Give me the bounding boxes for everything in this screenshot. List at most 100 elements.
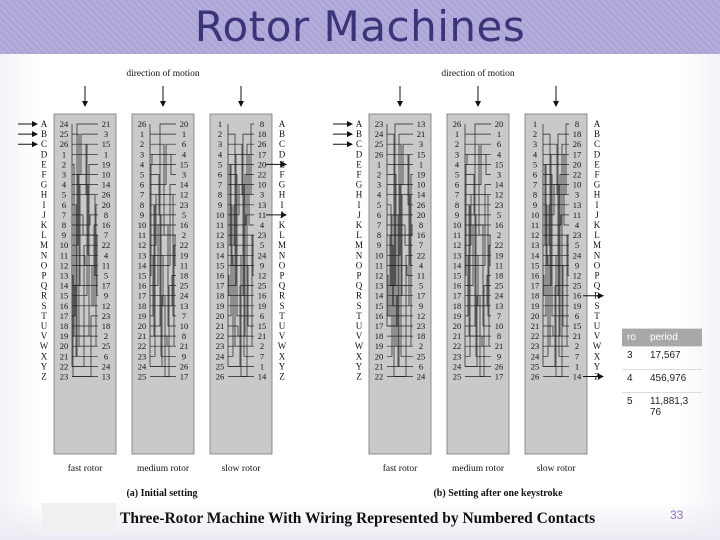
input-letter: I bbox=[43, 200, 46, 210]
output-letter: Z bbox=[279, 372, 285, 382]
contact-number: 6 bbox=[575, 311, 579, 321]
wire bbox=[387, 194, 413, 297]
contact-number: 12 bbox=[453, 240, 462, 250]
contact-number: 1 bbox=[62, 149, 66, 159]
contact-number: 21 bbox=[375, 361, 384, 371]
contact-number: 5 bbox=[62, 190, 66, 200]
output-letter: R bbox=[279, 291, 285, 301]
contact-number: 24 bbox=[453, 361, 462, 371]
input-letter: E bbox=[356, 159, 362, 169]
contact-number: 4 bbox=[497, 149, 502, 159]
contact-number: 21 bbox=[60, 351, 69, 361]
contact-number: 17 bbox=[180, 372, 189, 382]
contact-number: 17 bbox=[138, 291, 147, 301]
contact-number: 26 bbox=[180, 361, 189, 371]
contact-number: 8 bbox=[104, 210, 108, 220]
output-letter: V bbox=[279, 331, 286, 341]
contact-number: 13 bbox=[531, 240, 540, 250]
input-letter: Y bbox=[356, 361, 363, 371]
contact-number: 3 bbox=[140, 149, 144, 159]
wire bbox=[150, 234, 176, 266]
contact-number: 9 bbox=[62, 230, 66, 240]
contact-number: 18 bbox=[60, 321, 69, 331]
contact-number: 5 bbox=[182, 210, 186, 220]
contact-number: 10 bbox=[531, 210, 540, 220]
contact-number: 23 bbox=[495, 200, 504, 210]
rotor-label: medium rotor bbox=[452, 464, 505, 474]
rotor-wiring bbox=[227, 123, 254, 377]
slide-title: Rotor Machines bbox=[194, 2, 526, 51]
contact-number: 17 bbox=[216, 281, 225, 291]
contact-number: 17 bbox=[417, 291, 426, 301]
contact-number: 20 bbox=[573, 159, 582, 169]
contact-number: 5 bbox=[260, 240, 264, 250]
contact-number: 17 bbox=[453, 291, 462, 301]
table-header: period bbox=[648, 328, 702, 347]
output-letter: K bbox=[279, 220, 286, 230]
diagram-caption: Three-Rotor Machine With Wiring Represen… bbox=[120, 510, 596, 527]
contact-number: 3 bbox=[62, 170, 66, 180]
contact-number: 8 bbox=[218, 190, 222, 200]
rotor-label: medium rotor bbox=[137, 464, 190, 474]
contact-number: 3 bbox=[419, 139, 423, 149]
contact-number: 8 bbox=[497, 331, 501, 341]
contact-number: 21 bbox=[216, 321, 225, 331]
contact-number: 4 bbox=[455, 159, 460, 169]
contact-number: 21 bbox=[531, 321, 540, 331]
output-letter: O bbox=[594, 260, 601, 270]
contact-number: 11 bbox=[138, 230, 146, 240]
contact-number: 18 bbox=[573, 129, 582, 139]
contact-number: 7 bbox=[218, 180, 222, 190]
contact-number: 26 bbox=[573, 139, 582, 149]
contact-number: 21 bbox=[138, 331, 147, 341]
input-letter: Y bbox=[41, 361, 48, 371]
contact-number: 3 bbox=[575, 190, 579, 200]
contact-number: 22 bbox=[138, 341, 147, 351]
contact-number: 14 bbox=[102, 180, 111, 190]
contact-number: 21 bbox=[417, 129, 426, 139]
contact-number: 11 bbox=[417, 271, 425, 281]
wire bbox=[387, 234, 413, 317]
input-letter: R bbox=[356, 291, 362, 301]
input-letter: D bbox=[356, 149, 363, 159]
contact-number: 25 bbox=[60, 129, 69, 139]
contact-number: 20 bbox=[375, 351, 384, 361]
output-letter: A bbox=[279, 119, 286, 129]
contact-number: 12 bbox=[258, 271, 267, 281]
contact-number: 26 bbox=[216, 372, 225, 382]
contact-number: 3 bbox=[455, 149, 459, 159]
rotor-wiring bbox=[542, 123, 569, 377]
output-letter: T bbox=[279, 311, 285, 321]
wire bbox=[387, 153, 413, 206]
contact-number: 13 bbox=[258, 200, 267, 210]
contact-number: 4 bbox=[260, 220, 265, 230]
wire bbox=[72, 315, 98, 377]
contact-number: 6 bbox=[140, 180, 144, 190]
contact-number: 25 bbox=[138, 372, 147, 382]
contact-number: 13 bbox=[60, 271, 69, 281]
wire bbox=[387, 143, 413, 357]
output-letter: C bbox=[594, 139, 600, 149]
contact-number: 8 bbox=[533, 190, 537, 200]
contact-number: 20 bbox=[531, 311, 540, 321]
wire bbox=[543, 164, 569, 317]
contact-number: 12 bbox=[375, 271, 384, 281]
wire bbox=[387, 265, 413, 276]
input-letter: Z bbox=[356, 372, 362, 382]
contact-number: 25 bbox=[258, 281, 267, 291]
wire bbox=[387, 184, 413, 256]
contact-number: 16 bbox=[102, 220, 111, 230]
contact-number: 18 bbox=[102, 321, 111, 331]
contact-number: 2 bbox=[62, 159, 66, 169]
contact-number: 2 bbox=[533, 129, 537, 139]
contact-number: 26 bbox=[453, 119, 462, 129]
output-letter: F bbox=[594, 170, 599, 180]
output-letter: F bbox=[279, 170, 284, 180]
contact-number: 20 bbox=[453, 321, 462, 331]
contact-number: 11 bbox=[531, 220, 539, 230]
contact-number: 25 bbox=[495, 281, 504, 291]
contact-number: 9 bbox=[575, 260, 579, 270]
contact-number: 5 bbox=[104, 271, 108, 281]
contact-number: 20 bbox=[495, 119, 504, 129]
contact-number: 7 bbox=[260, 351, 264, 361]
